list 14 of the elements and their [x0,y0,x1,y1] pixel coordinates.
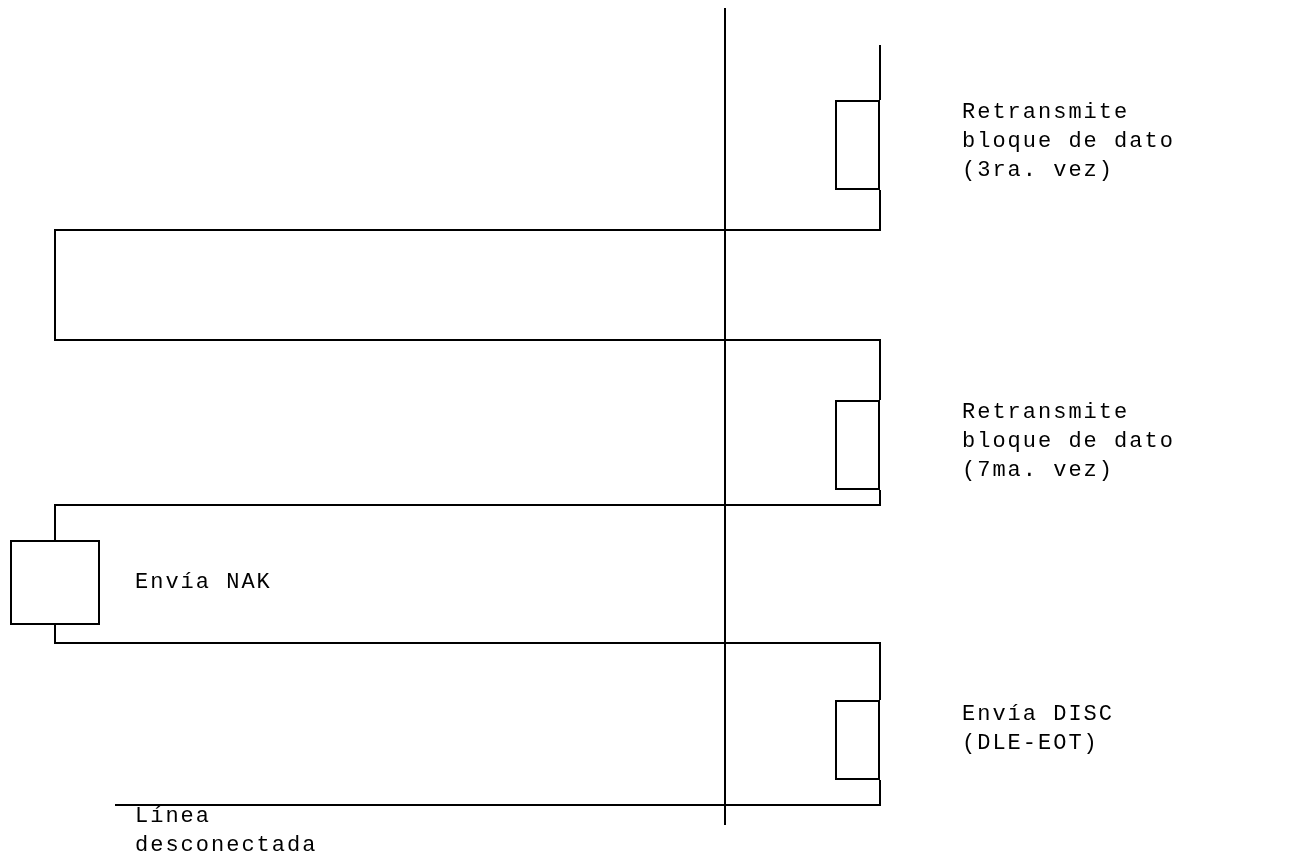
step-box [10,540,100,625]
step-box [835,400,880,490]
connector-line [54,624,881,701]
step-box [835,700,880,780]
step-caption: Retransmite bloque de dato (7ma. vez) [962,399,1176,485]
connector-line [54,189,881,401]
end-note: Línea desconectada [135,803,319,860]
step-caption: Envía DISC (DLE-EOT) [962,701,1116,758]
step-caption: Envía NAK [135,569,273,597]
connector-line [54,489,881,541]
connector-line [879,44,881,101]
connector-line [114,779,881,806]
step-caption: Retransmite bloque de dato (3ra. vez) [962,99,1176,185]
step-box [835,100,880,190]
